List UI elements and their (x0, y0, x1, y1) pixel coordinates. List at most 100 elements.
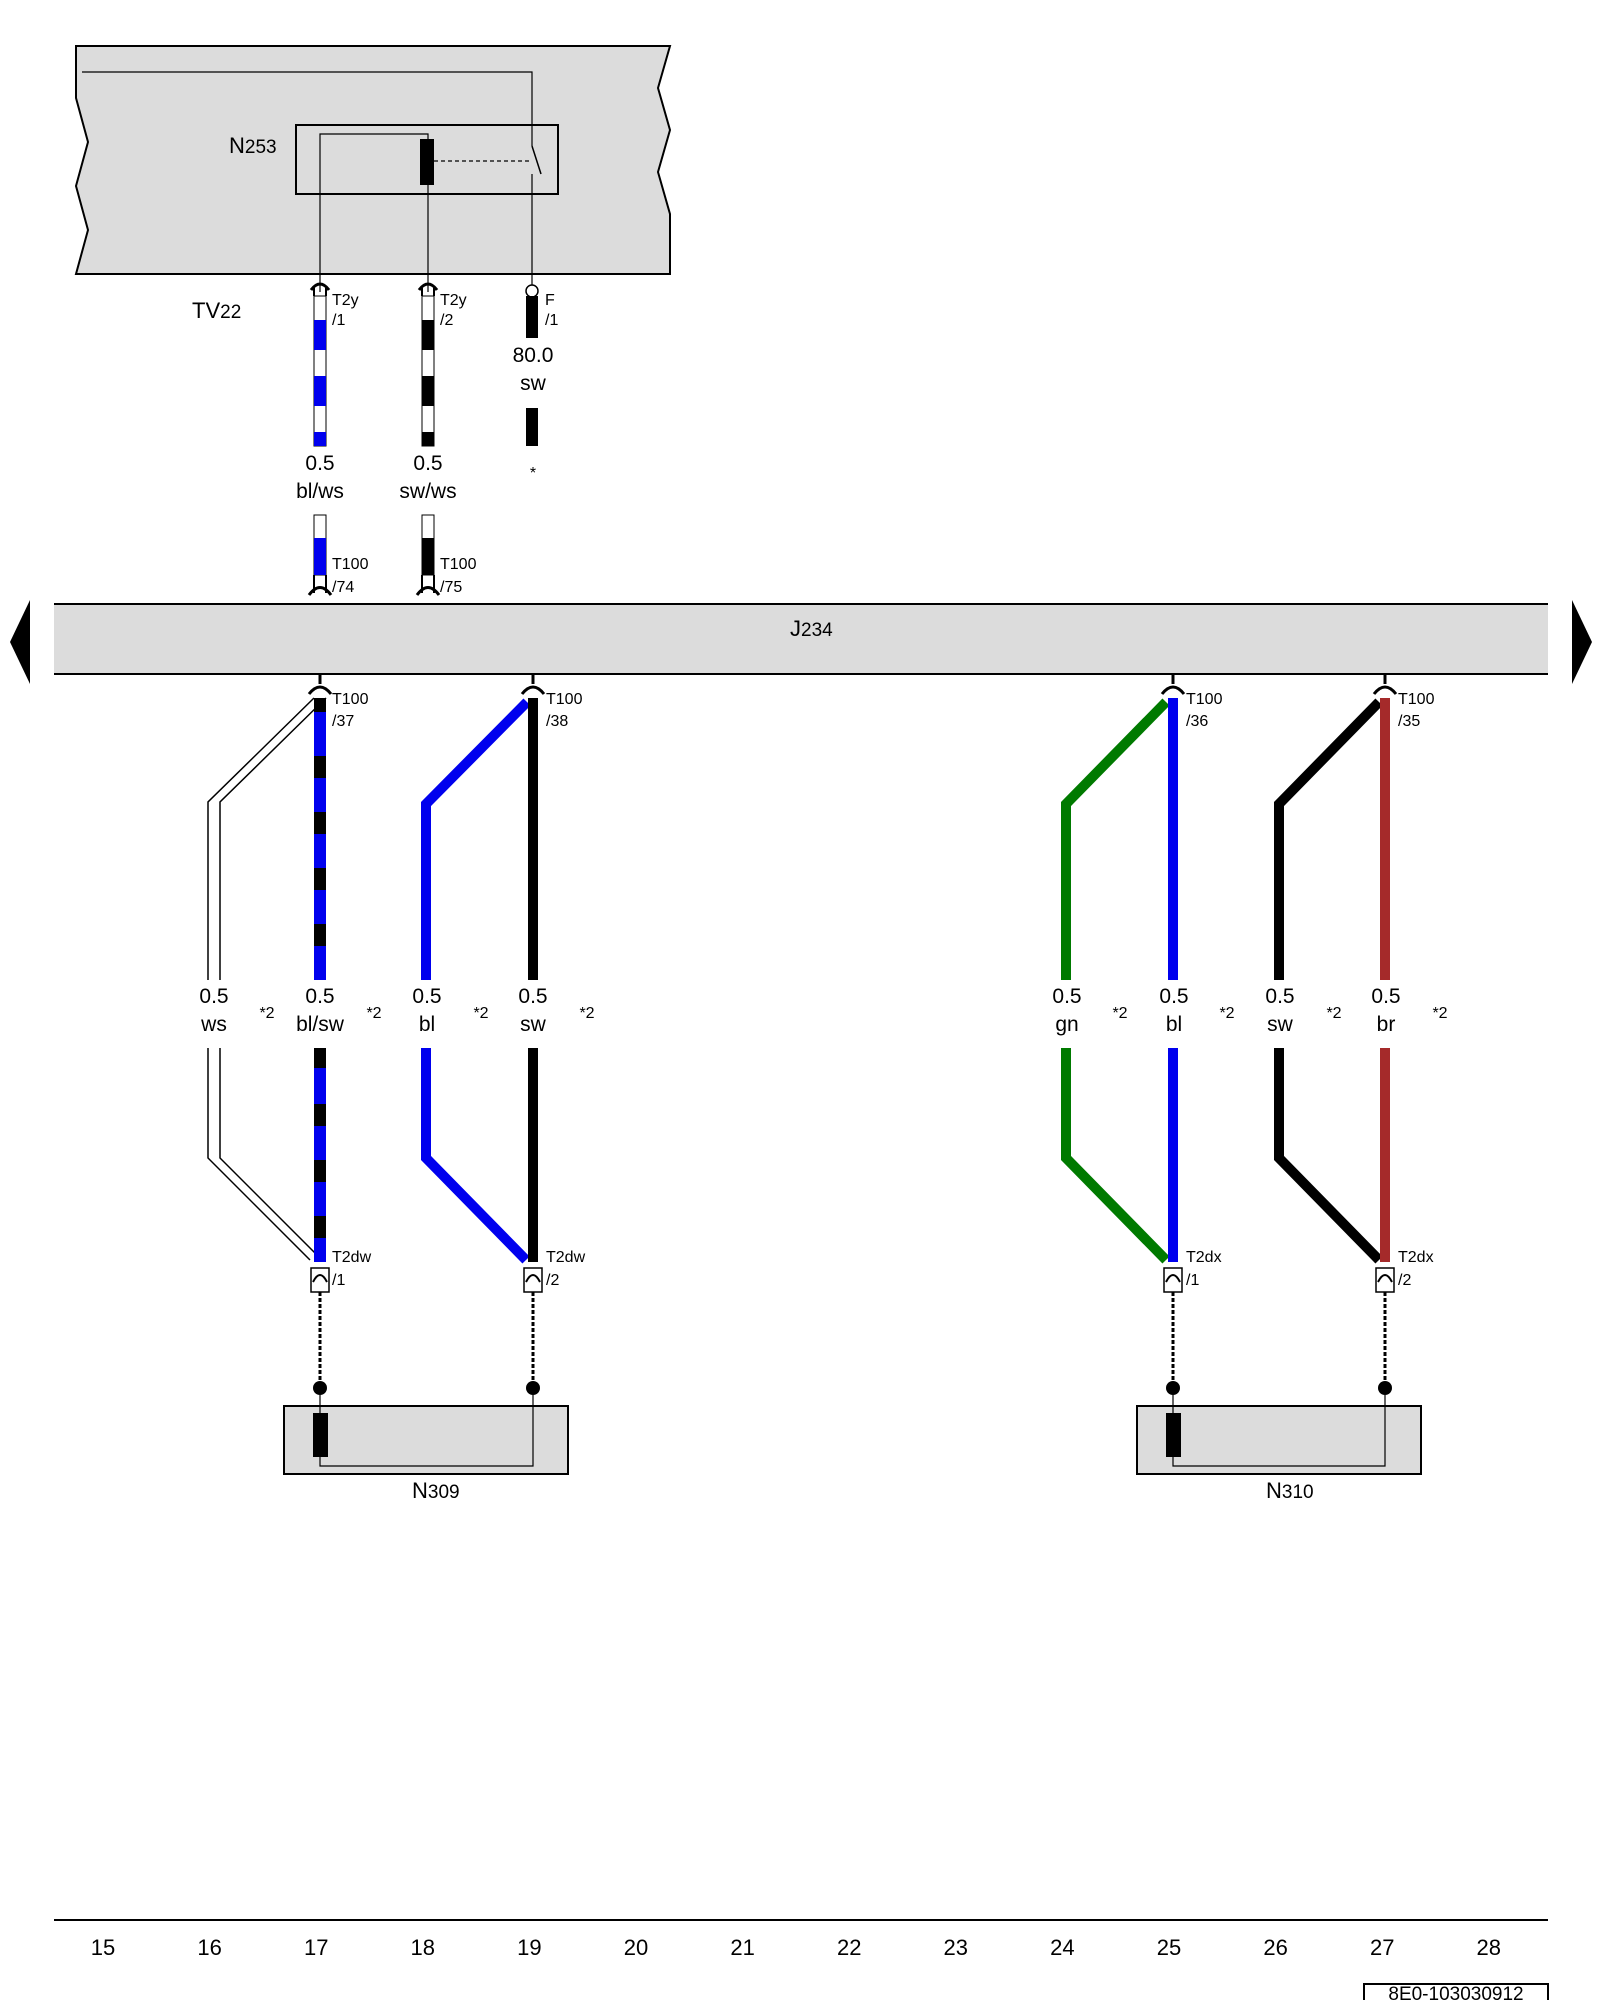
connector-label: T2dw (546, 1249, 586, 1266)
wire-size: 0.5 (305, 452, 334, 475)
connector-t2dx-2 (1375, 1267, 1395, 1293)
connector-label: T100 (332, 691, 369, 708)
connector-label: T2dx (1186, 1249, 1222, 1266)
pin-label: /36 (1186, 713, 1208, 730)
arrow-right-icon (1572, 600, 1592, 684)
wire-f-sw-lower (526, 408, 538, 446)
ruler-number: 27 (1370, 1935, 1394, 1960)
ruler-number: 21 (730, 1935, 754, 1960)
ruler-number: 16 (197, 1935, 221, 1960)
pin-label: /2 (546, 1272, 559, 1289)
n310-coil (1166, 1413, 1181, 1457)
wire-size: 0.5 (1265, 985, 1294, 1008)
connector-t100-75 (415, 575, 441, 596)
wire-ws (207, 697, 327, 1261)
connector-t100-38 (520, 674, 546, 695)
ruler-number: 25 (1157, 1935, 1181, 1960)
wire-color: bl (419, 1013, 435, 1036)
arrow-left-icon (10, 600, 30, 684)
pin-label: /1 (545, 312, 558, 329)
ruler-number: 17 (304, 1935, 328, 1960)
wire-bl-left (421, 698, 531, 980)
connector-label: T2dw (332, 1249, 372, 1266)
connector-f-1 (525, 284, 539, 298)
n310-box (1136, 1405, 1422, 1475)
wire-size: 0.5 (518, 985, 547, 1008)
n309-box (283, 1405, 569, 1475)
connector-label: F (545, 292, 555, 309)
n253-switch (531, 145, 542, 175)
j234-label: J234 (790, 616, 833, 641)
wire-size: 0.5 (199, 985, 228, 1008)
wire-color: sw (520, 1013, 547, 1036)
wire-color: bl/sw (296, 1013, 345, 1036)
pin-label: /1 (1186, 1272, 1199, 1289)
wire-size: 80.0 (513, 344, 554, 367)
wire-size: 0.5 (412, 985, 441, 1008)
doc-id-box (1363, 1983, 1549, 2000)
connector-label: T100 (332, 556, 369, 573)
wire-sw-right-lower (1274, 1048, 1383, 1264)
connector-t2dx-1 (1163, 1267, 1183, 1293)
wire-gn (1061, 698, 1170, 980)
wire-bl-ws (313, 295, 327, 447)
connector-label: T100 (1398, 691, 1435, 708)
n309-label: N309 (412, 1478, 460, 1503)
wire-note: *2 (259, 1005, 274, 1022)
wire-size: 0.5 (1371, 985, 1400, 1008)
wire-note: *2 (366, 1005, 381, 1022)
connector-t2dw-1 (310, 1267, 330, 1293)
ruler-number: 19 (517, 1935, 541, 1960)
pin-label: /74 (332, 579, 354, 596)
wire-sw-ws-lower (421, 514, 435, 576)
wire-bl-left-lower (421, 1048, 530, 1264)
ruler-number: 24 (1050, 1935, 1074, 1960)
connector-t100-36 (1160, 674, 1186, 695)
wire-color: gn (1055, 1013, 1078, 1036)
connector-label: T100 (440, 556, 477, 573)
twisted-leads (318, 1292, 1387, 1388)
n253-label: N253 (229, 133, 277, 158)
j234-bar (54, 604, 1548, 674)
connector-t100-35 (1372, 674, 1398, 695)
doc-id: 8E0-103030912 (1388, 1984, 1523, 2000)
wire-size: 0.5 (1159, 985, 1188, 1008)
wire-sw-ws (421, 295, 435, 447)
n310-label: N310 (1266, 1478, 1314, 1503)
pin-label: /37 (332, 713, 354, 730)
connector-label: T2dx (1398, 1249, 1434, 1266)
ruler-number: 18 (411, 1935, 435, 1960)
ruler-number: 15 (91, 1935, 115, 1960)
pin-label: /2 (440, 312, 453, 329)
wire-note: *2 (1432, 1005, 1447, 1022)
wire-note: *2 (1219, 1005, 1234, 1022)
ruler-number: 26 (1263, 1935, 1287, 1960)
connector-t2y-2 (417, 282, 439, 296)
pin-label: /1 (332, 1272, 345, 1289)
wire-note: *2 (1326, 1005, 1341, 1022)
wire-note: * (530, 465, 536, 482)
n253-box (295, 124, 559, 195)
connector-label: T100 (1186, 691, 1223, 708)
wire-size: 0.5 (413, 452, 442, 475)
wire-note: *2 (1112, 1005, 1127, 1022)
wire-bl-sw (314, 698, 326, 1262)
wire-color: bl/ws (296, 480, 344, 503)
pin-label: /75 (440, 579, 462, 596)
tv22-label: TV22 (192, 298, 241, 323)
wire-size: 0.5 (305, 985, 334, 1008)
connector-t100-74 (307, 575, 333, 596)
wire-color: bl (1166, 1013, 1182, 1036)
wire-color: sw (1267, 1013, 1294, 1036)
tv22-panel (74, 45, 672, 275)
connector-label: T2y (332, 292, 359, 309)
wire-gn-lower (1061, 1048, 1170, 1264)
pin-label: /2 (1398, 1272, 1411, 1289)
ruler-number: 22 (837, 1935, 861, 1960)
n253-coil (420, 139, 434, 185)
wire-color: sw/ws (399, 480, 456, 503)
ruler-number: 28 (1477, 1935, 1501, 1960)
pin-label: /35 (1398, 713, 1420, 730)
